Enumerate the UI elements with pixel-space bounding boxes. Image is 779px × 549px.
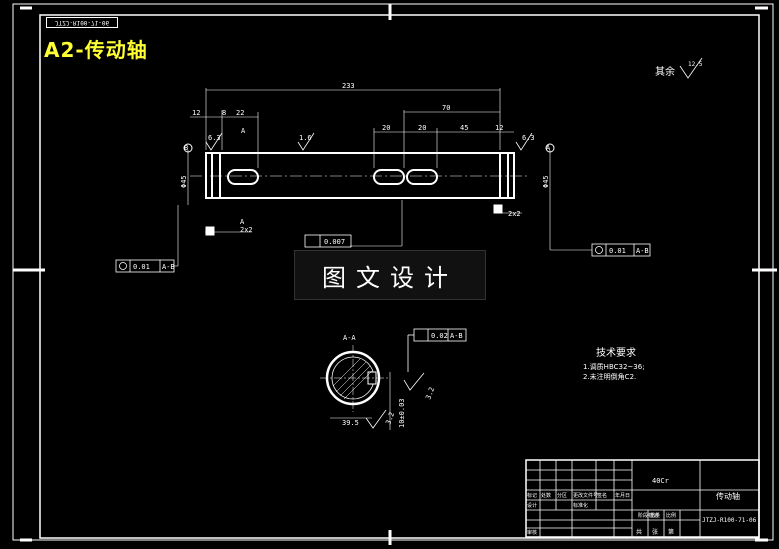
chamfer-left: 2x2 <box>240 226 253 234</box>
dim-45: 45 <box>460 124 468 132</box>
tb-gong: 共 <box>636 528 642 536</box>
datum-a: A <box>546 144 551 152</box>
tol-cyl: 0.007 <box>324 238 345 246</box>
section-mark-a2: A <box>240 218 245 226</box>
section-view <box>320 345 391 430</box>
tb-gengwen: 更改文件号 <box>573 492 598 499</box>
dim-8: 8 <box>222 109 226 117</box>
tech-req-line2: 2.未注明倒角C2. <box>583 372 636 381</box>
rough-right: 6.3 <box>522 134 535 142</box>
centering-marks <box>13 4 777 545</box>
chamfer-right: 2x2 <box>508 210 521 218</box>
title-block-grid <box>525 459 760 538</box>
inner-border <box>39 14 760 539</box>
tolerance-frames <box>115 234 651 372</box>
tech-req-heading: 技术要求 <box>596 346 636 359</box>
tb-zhang: 张 <box>652 528 658 536</box>
tb-shenhe: 审核 <box>527 529 537 536</box>
dim-dia-left: Φ45 <box>180 175 188 188</box>
datum-b: B <box>184 144 188 152</box>
tb-biaoji: 标记 <box>527 492 537 499</box>
tol-runout-left-ref: A-B <box>162 263 175 271</box>
dim-dia-right: Φ45 <box>542 175 550 188</box>
dim-22: 22 <box>236 109 244 117</box>
tb-part-name: 传动轴 <box>716 491 740 501</box>
tb-sheji: 设计 <box>527 502 537 509</box>
tb-drawing-no: JTZJ-R100-71-06 <box>702 517 757 524</box>
watermark: 图文设计 <box>294 250 486 300</box>
dim-20b: 20 <box>418 124 426 132</box>
rough-section-b: 3.2 <box>384 411 396 426</box>
tol-runout-right-ref: A-B <box>636 247 649 255</box>
tb-material: 40Cr <box>652 477 669 485</box>
rough-left: 6.3 <box>208 134 221 142</box>
tol-runout-left: 0.01 <box>133 263 150 271</box>
tb-nianyueri: 年月日 <box>615 492 630 499</box>
surface-default: 12.5 <box>688 61 703 68</box>
dim-70: 70 <box>442 104 450 112</box>
dim-overall: 233 <box>342 82 355 90</box>
tb-biaozhunhua: 标准化 <box>573 502 588 509</box>
tol-sym-ref: A-B <box>450 332 463 340</box>
tb-chushu: 处数 <box>541 492 551 499</box>
dimension-lines <box>174 88 592 267</box>
rough-section-a: 3.2 <box>424 386 436 401</box>
tol-sym: 0.02 <box>431 332 448 340</box>
tb-jieduan: 阶段标记 <box>638 512 658 519</box>
tb-di: 第 <box>668 528 674 536</box>
outer-border <box>12 3 774 541</box>
shaft-main-view <box>205 152 515 199</box>
dim-key-width: 10±0.03 <box>398 398 406 428</box>
datum-markers <box>183 143 555 236</box>
drawing-title: A2-传动轴 <box>44 38 148 62</box>
section-label: A-A <box>343 334 356 342</box>
tol-runout-right: 0.01 <box>609 247 626 255</box>
dim-key-depth: 39.5 <box>342 419 359 427</box>
tb-qianming: 签名 <box>597 492 607 499</box>
tb-fenqu: 分区 <box>557 492 567 499</box>
tb-zhong: 重量 <box>650 512 660 519</box>
roughness-symbols <box>205 57 703 429</box>
dim-12b: 12 <box>495 124 503 132</box>
surface-note: 其余 <box>655 65 675 78</box>
tech-req-line1: 1.调质HBC32~36; <box>583 362 645 371</box>
rough-mid: 1.6 <box>299 134 312 142</box>
dim-12a: 12 <box>192 109 200 117</box>
tb-bili: 比例 <box>666 512 676 519</box>
section-mark-a: A <box>241 127 246 135</box>
dim-20a: 20 <box>382 124 390 132</box>
